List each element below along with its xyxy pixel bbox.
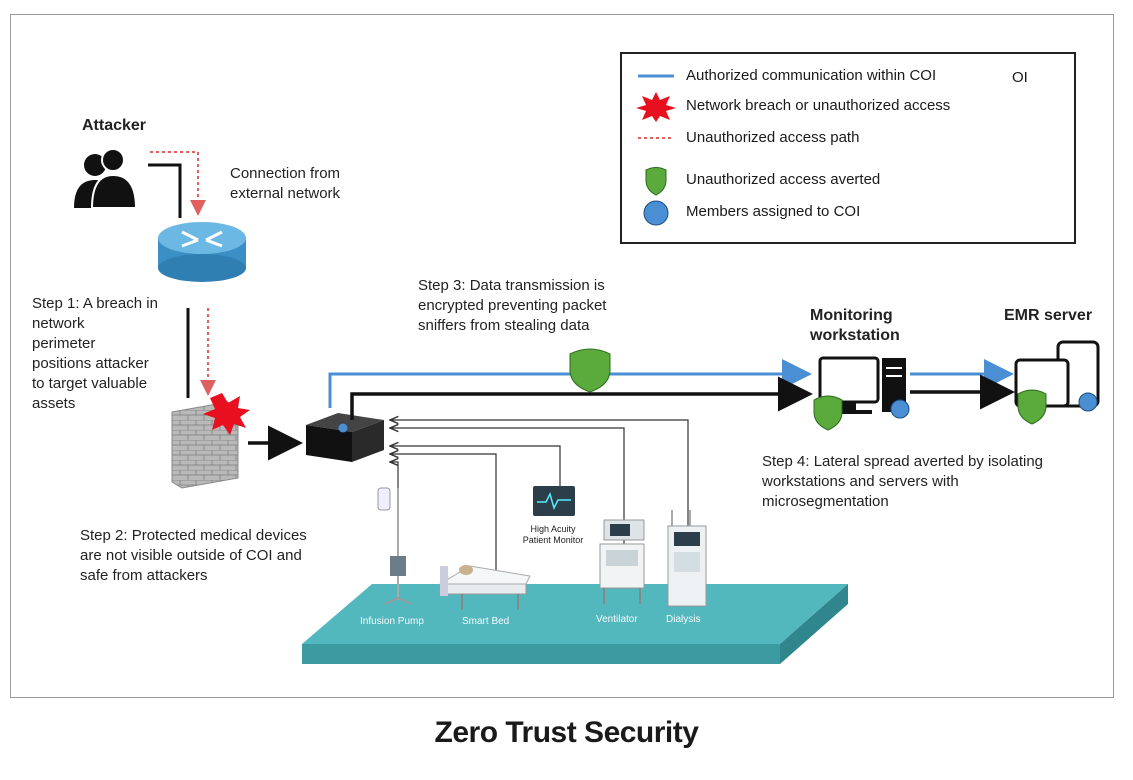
legend-label: Authorized communication within COI <box>686 67 937 84</box>
monitor-line-1: High Acuity <box>530 524 576 534</box>
router-icon <box>158 222 246 282</box>
legend-stray-text: OI <box>1012 69 1028 86</box>
legend-item-averted: Unauthorized access averted <box>622 166 1074 196</box>
step4-line-1: Step 4: Lateral spread averted by isolat… <box>762 453 1044 470</box>
legend-label: Unauthorized access averted <box>686 171 881 188</box>
patient-monitor-icon <box>533 486 575 516</box>
step2-line-1: Step 2: Protected medical devices <box>80 527 307 544</box>
legend-label: Members assigned to COI <box>686 203 861 220</box>
legend-label: Network breach or unauthorized access <box>686 97 951 114</box>
step3-text: Step 3: Data transmission is encrypted p… <box>418 276 606 336</box>
dialysis-label: Dialysis <box>666 614 701 625</box>
step1-line-6: assets <box>32 395 76 412</box>
legend-item-members: Members assigned to COI <box>622 198 1074 228</box>
hospital-platform <box>302 584 848 664</box>
gateway-device-icon <box>306 413 384 462</box>
diagram-frame <box>10 14 1114 698</box>
smart-bed-icon <box>438 565 531 610</box>
attacker-label: Attacker <box>82 117 147 134</box>
unauthorized-path-top <box>150 151 206 216</box>
legend-item-breach: Network breach or unauthorized access <box>622 92 1074 122</box>
gateway-monitoring-path <box>350 376 813 420</box>
connection-line-1: Connection from <box>230 165 341 182</box>
ventilator-icon <box>599 519 645 604</box>
attacker-router-line <box>148 163 182 218</box>
blue-line-icon <box>638 74 674 78</box>
red-dotted-line-icon <box>638 137 674 139</box>
monitoring-workstation-label: Monitoring workstation <box>810 306 900 346</box>
workstation-shield-icon <box>813 395 843 431</box>
legend-item-unauthorized-path: Unauthorized access path <box>622 124 1074 154</box>
monitoring-line-1: Monitoring <box>810 307 893 324</box>
step2-line-2: are not visible outside of COI and <box>80 547 302 564</box>
step4-text: Step 4: Lateral spread averted by isolat… <box>762 452 1043 512</box>
step4-line-2: workstations and servers with <box>762 473 959 490</box>
step1-line-5: to target valuable <box>32 375 148 392</box>
workstation-coi-member-icon <box>890 399 910 419</box>
step1-line-2: network <box>32 315 85 332</box>
monitor-line-2: Patient Monitor <box>522 535 584 545</box>
encrypted-blue-path <box>328 359 812 408</box>
emr-shield-icon <box>1017 389 1047 425</box>
step3-line-3: sniffers from stealing data <box>418 317 590 334</box>
step2-text: Step 2: Protected medical devices are no… <box>80 526 307 586</box>
figure-caption: Zero Trust Security <box>434 716 699 749</box>
connection-line-2: external network <box>230 185 341 202</box>
step1-line-1: Step 1: A breach in <box>32 295 158 312</box>
infusion-pump-icon <box>377 487 412 605</box>
step3-line-1: Step 3: Data transmission is <box>418 277 605 294</box>
green-shield-icon <box>645 167 667 196</box>
emr-coi-member-icon <box>1078 392 1098 412</box>
patient-monitor-label: High Acuity Patient Monitor <box>505 524 601 546</box>
dialysis-icon <box>667 510 707 607</box>
monitoring-line-2: workstation <box>810 327 900 344</box>
red-burst-icon <box>636 92 676 122</box>
breach-burst-icon <box>203 393 250 435</box>
legend-item-authorized: Authorized communication within COI <box>622 62 1074 92</box>
blue-circle-icon <box>643 200 669 226</box>
step4-line-3: microsegmentation <box>762 493 889 510</box>
encryption-shield-icon <box>569 348 611 393</box>
step1-text: Step 1: A breach in network perimeter po… <box>32 294 158 414</box>
step1-line-4: positions attacker <box>32 355 149 372</box>
monitoring-workstation-icon <box>818 356 906 414</box>
legend-box: Authorized communication within COI Netw… <box>620 52 1076 244</box>
step3-line-2: encrypted preventing packet <box>418 297 607 314</box>
infusion-pump-label: Infusion Pump <box>360 616 424 627</box>
step1-line-3: perimeter <box>32 335 96 352</box>
smart-bed-label: Smart Bed <box>462 616 510 627</box>
ventilator-label: Ventilator <box>596 614 638 625</box>
attacker-icon <box>74 148 138 209</box>
step2-line-3: safe from attackers <box>80 567 208 584</box>
device-return-lines <box>390 420 689 570</box>
legend-label: Unauthorized access path <box>686 129 860 146</box>
connection-label: Connection from external network <box>230 164 340 204</box>
emr-server-label: EMR server <box>1004 307 1093 324</box>
